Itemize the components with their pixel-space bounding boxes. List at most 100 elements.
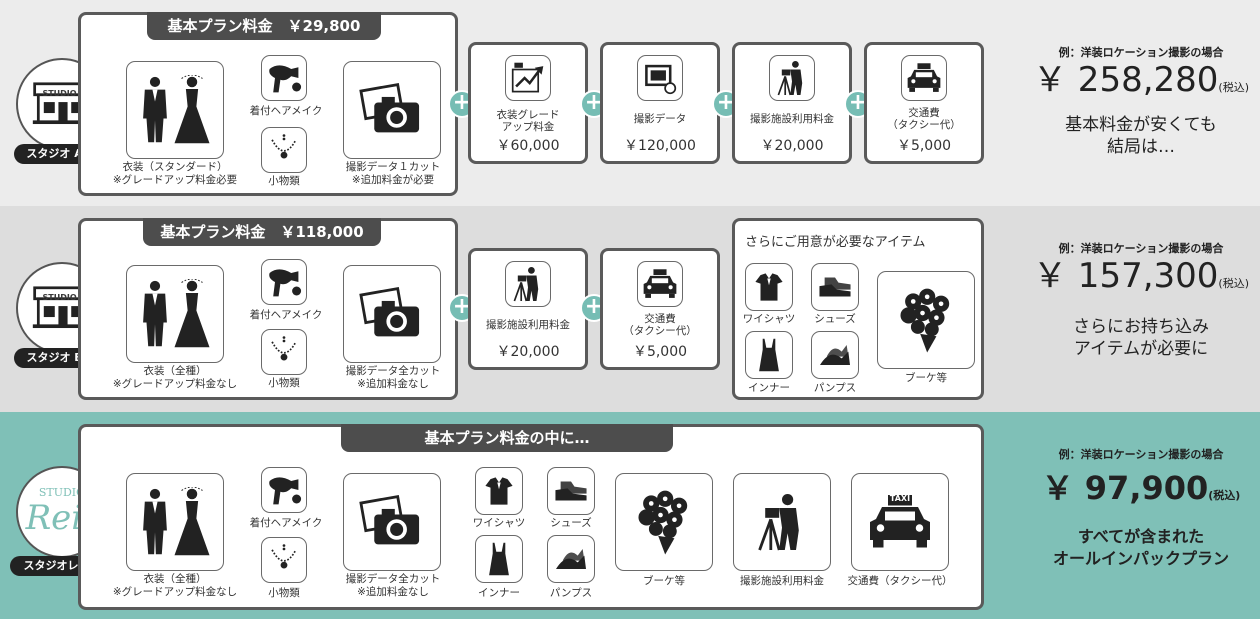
result-message: すべてが含まれた オールインパックプラン (1052, 527, 1229, 568)
extra-price: ￥120,000 (624, 138, 696, 154)
hairmake-label: 着付ヘアメイク (249, 309, 323, 321)
camera-icon (343, 61, 441, 159)
costume-icon (126, 61, 224, 159)
bouquet-label: ブーケ等 (643, 575, 685, 587)
facility-label: 撮影施設利用料金 (740, 575, 824, 587)
photo-label: 撮影データ全カット (345, 573, 441, 585)
result-price-line: ￥ 258,280(税込) (1026, 60, 1256, 108)
shoes-icon (547, 467, 595, 515)
pumps-icon (811, 331, 859, 379)
extra-facility-fee: 撮影施設利用料金 ￥20,000 (468, 248, 588, 370)
result-message: 基本料金が安くても 結局は… (1065, 115, 1217, 157)
inner-label: インナー (478, 587, 520, 599)
studio-b-base-plan: 基本プラン料金 ￥118,000 衣装（全種） ※グレードアップ料金なし 着付ヘ… (78, 218, 458, 400)
shoes-icon (811, 263, 859, 311)
photo-note: ※追加料金が必要 (351, 174, 435, 186)
camera-icon (343, 265, 441, 363)
needed-items-panel: さらにご用意が必要なアイテム ワイシャツ シューズ インナー パンプス ブーケ等 (732, 218, 984, 400)
studio-b-label: STUDIO B (42, 293, 86, 302)
photographer-icon (733, 473, 831, 571)
hairmake-label: 着付ヘアメイク (249, 517, 323, 529)
studio-a-result: 例：洋装ロケーション撮影の場合 ￥ 258,280(税込) 基本料金が安くても … (1026, 44, 1256, 158)
extra-price: ￥5,000 (896, 138, 952, 154)
plan-header: 基本プラン料金の中に… (341, 424, 673, 452)
studio-a-base-plan: 基本プラン料金 ￥29,800 衣装（スタンダード） ※グレードアップ料金必要 … (78, 12, 458, 196)
result-example: 例：洋装ロケーション撮影の場合 (1058, 242, 1224, 255)
extra-price: ￥5,000 (632, 344, 688, 360)
costume-note: ※グレードアップ料金なし (112, 378, 238, 390)
extra-upgrade-fee: 衣装グレード アップ料金 ￥60,000 (468, 42, 588, 164)
extra-price: ￥60,000 (496, 138, 560, 154)
pumps-label: パンプス (549, 587, 593, 599)
result-message: さらにお持ち込み アイテムが必要に (1073, 317, 1209, 359)
studio-reir-result: 例：洋装ロケーション撮影の場合 ￥ 97,900(税込) すべてが含まれた オー… (1026, 446, 1256, 570)
logo-top-text: STUDIO (38, 486, 86, 499)
studio-reir-base-plan: 基本プラン料金の中に… 衣装（全種） ※グレードアップ料金なし 着付ヘアメイク … (78, 424, 984, 610)
inner-icon (745, 331, 793, 379)
photographer-icon (769, 55, 815, 101)
photo-label: 撮影データ全カット (345, 365, 441, 377)
hair-dryer-icon (261, 259, 307, 305)
plan-header: 基本プラン料金 ￥29,800 (147, 12, 381, 40)
extra-photo-data: 撮影データ ￥120,000 (600, 42, 720, 164)
bouquet-icon (877, 271, 975, 369)
result-price: ￥ 97,900 (1041, 469, 1209, 507)
extra-label: 撮影施設利用料金 (486, 319, 570, 331)
costume-note: ※グレードアップ料金必要 (112, 174, 238, 186)
item-label: インナー (748, 382, 790, 394)
shirt-label: ワイシャツ (472, 517, 526, 529)
extra-taxi-fee: 交通費 （タクシー代） ￥5,000 (600, 248, 720, 370)
extra-label: 撮影施設利用料金 (750, 113, 834, 125)
costume-icon (126, 265, 224, 363)
accessories-label: 小物類 (268, 587, 300, 599)
extra-label: 撮影データ (633, 113, 687, 125)
tax-label: (税込) (1218, 277, 1249, 290)
extra-label: 交通費 （タクシー代） (623, 313, 697, 337)
result-example: 例：洋装ロケーション撮影の場合 (1058, 448, 1224, 461)
extra-label: 交通費 （タクシー代） (887, 107, 961, 131)
necklace-icon (261, 329, 307, 375)
costume-label: 衣装（全種） (143, 573, 207, 585)
photo-data-icon (637, 55, 683, 101)
taxi-label: 交通費（タクシー代） (847, 575, 953, 587)
shirt-icon (745, 263, 793, 311)
result-price-line: ￥ 97,900(税込) (1026, 468, 1256, 516)
costume-label: 衣装（全種） (143, 365, 207, 377)
photo-note: ※追加料金なし (357, 586, 429, 598)
item-label: ブーケ等 (905, 372, 947, 384)
tax-label: (税込) (1218, 81, 1249, 94)
upgrade-icon (505, 55, 551, 101)
extra-price: ￥20,000 (496, 344, 560, 360)
taxi-icon (637, 261, 683, 307)
taxi-sign-text: TAXI (889, 494, 911, 503)
taxi-icon: TAXI (851, 473, 949, 571)
item-label: パンプス (813, 382, 857, 394)
hairmake-label: 着付ヘアメイク (249, 105, 323, 117)
accessories-label: 小物類 (268, 175, 300, 187)
item-label: ワイシャツ (742, 313, 796, 325)
hair-dryer-icon (261, 467, 307, 513)
inner-icon (475, 535, 523, 583)
result-example: 例：洋装ロケーション撮影の場合 (1058, 46, 1224, 59)
hair-dryer-icon (261, 55, 307, 101)
studio-b-result: 例：洋装ロケーション撮影の場合 ￥ 157,300(税込) さらにお持ち込み ア… (1026, 240, 1256, 360)
extra-taxi-fee: 交通費 （タクシー代） ￥5,000 (864, 42, 984, 164)
shoes-label: シューズ (550, 517, 592, 529)
result-price: ￥ 157,300 (1033, 256, 1219, 296)
needed-items-title: さらにご用意が必要なアイテム (745, 235, 926, 250)
accessories-label: 小物類 (268, 377, 300, 389)
photo-label: 撮影データ１カット (345, 161, 441, 173)
extra-facility-fee: 撮影施設利用料金 ￥20,000 (732, 42, 852, 164)
costume-note: ※グレードアップ料金なし (112, 586, 238, 598)
pumps-icon (547, 535, 595, 583)
photographer-icon (505, 261, 551, 307)
shirt-icon (475, 467, 523, 515)
photo-note: ※追加料金なし (357, 378, 429, 390)
item-label: シューズ (814, 313, 856, 325)
extra-price: ￥20,000 (760, 138, 824, 154)
costume-icon (126, 473, 224, 571)
necklace-icon (261, 127, 307, 173)
result-price: ￥ 258,280 (1033, 60, 1219, 100)
costume-label: 衣装（スタンダード） (122, 161, 228, 173)
bouquet-icon (615, 473, 713, 571)
